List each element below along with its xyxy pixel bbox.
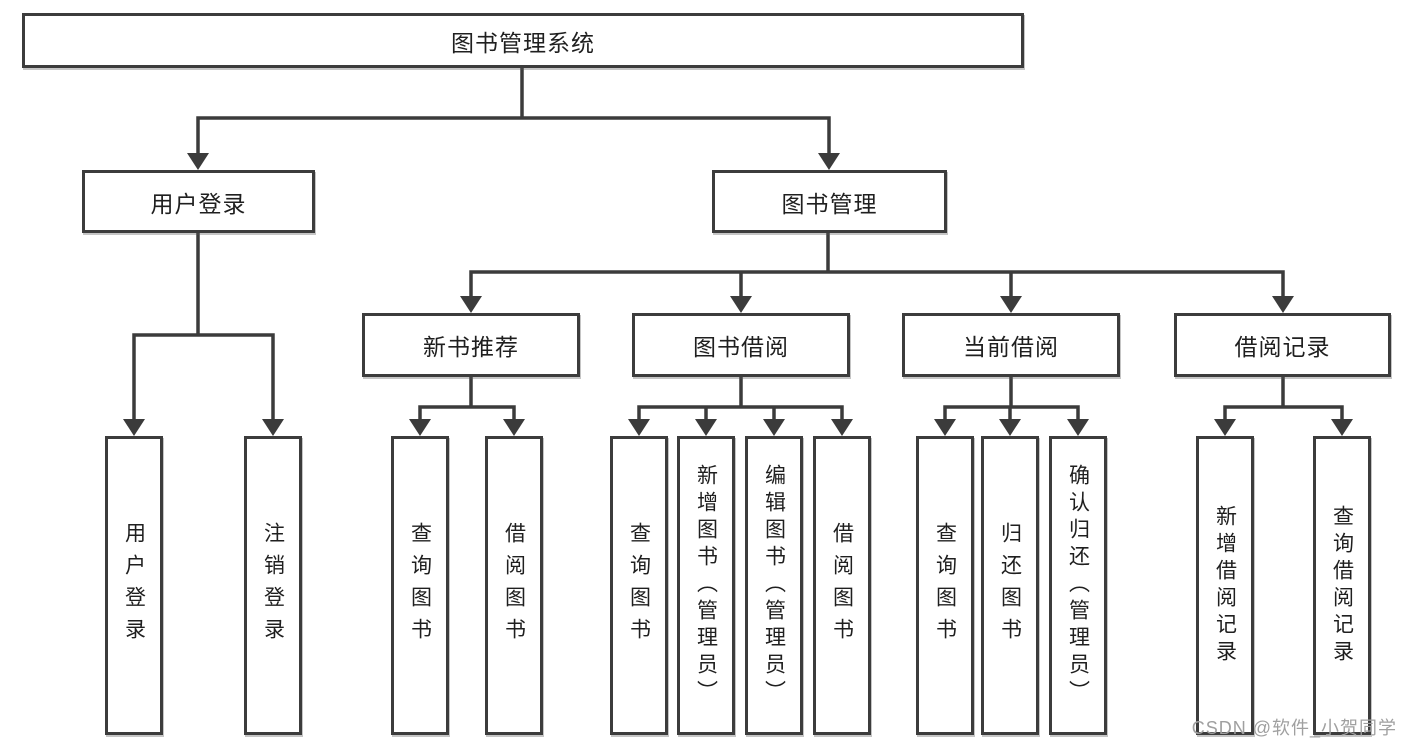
node-label: 图书管理 — [781, 190, 878, 217]
leaf-label: 新增图书（管理员） — [694, 464, 718, 707]
leaf-add-book-admin: 新增图书（管理员） — [677, 436, 735, 735]
leaf-query-book-2: 查询图书 — [610, 436, 668, 735]
node-new-book-recommend: 新书推荐 — [362, 313, 580, 377]
leaf-label: 确认归还（管理员） — [1066, 464, 1090, 707]
leaf-label: 编辑图书（管理员） — [762, 464, 786, 707]
leaf-user-login: 用户登录 — [105, 436, 163, 735]
leaf-query-borrow-record: 查询借阅记录 — [1313, 436, 1371, 735]
leaf-query-book-1: 查询图书 — [391, 436, 449, 735]
leaf-label: 借阅图书 — [502, 521, 526, 650]
node-label: 用户登录 — [150, 190, 247, 217]
leaf-label: 查询图书 — [933, 521, 957, 650]
node-book-management: 图书管理 — [712, 170, 947, 233]
leaf-borrow-book-1: 借阅图书 — [485, 436, 543, 735]
leaf-label: 查询图书 — [408, 521, 432, 650]
node-label: 当前借阅 — [963, 334, 1059, 360]
leaf-edit-book-admin: 编辑图书（管理员） — [745, 436, 803, 735]
node-label: 图书管理系统 — [451, 29, 595, 56]
leaf-label: 归还图书 — [998, 521, 1022, 650]
leaf-confirm-return-admin: 确认归还（管理员） — [1049, 436, 1107, 735]
leaf-return-book: 归还图书 — [981, 436, 1039, 735]
leaf-query-book-3: 查询图书 — [916, 436, 974, 735]
leaf-logout: 注销登录 — [244, 436, 302, 735]
leaf-borrow-book-2: 借阅图书 — [813, 436, 871, 735]
node-current-borrow: 当前借阅 — [902, 313, 1120, 377]
node-label: 新书推荐 — [423, 334, 519, 360]
leaf-label: 用户登录 — [122, 521, 146, 650]
node-book-borrow: 图书借阅 — [632, 313, 850, 377]
leaf-label: 查询借阅记录 — [1330, 504, 1354, 667]
leaf-label: 借阅图书 — [830, 521, 854, 650]
node-label: 图书借阅 — [693, 334, 789, 360]
node-library-system: 图书管理系统 — [22, 13, 1024, 68]
node-user-login: 用户登录 — [82, 170, 315, 233]
node-borrow-record: 借阅记录 — [1174, 313, 1391, 377]
leaf-label: 新增借阅记录 — [1213, 504, 1237, 667]
leaf-label: 查询图书 — [627, 521, 651, 650]
leaf-label: 注销登录 — [261, 521, 285, 650]
leaf-add-borrow-record: 新增借阅记录 — [1196, 436, 1254, 735]
node-label: 借阅记录 — [1234, 334, 1331, 360]
csdn-watermark: CSDN @软件_小贺同学 — [1191, 718, 1397, 738]
